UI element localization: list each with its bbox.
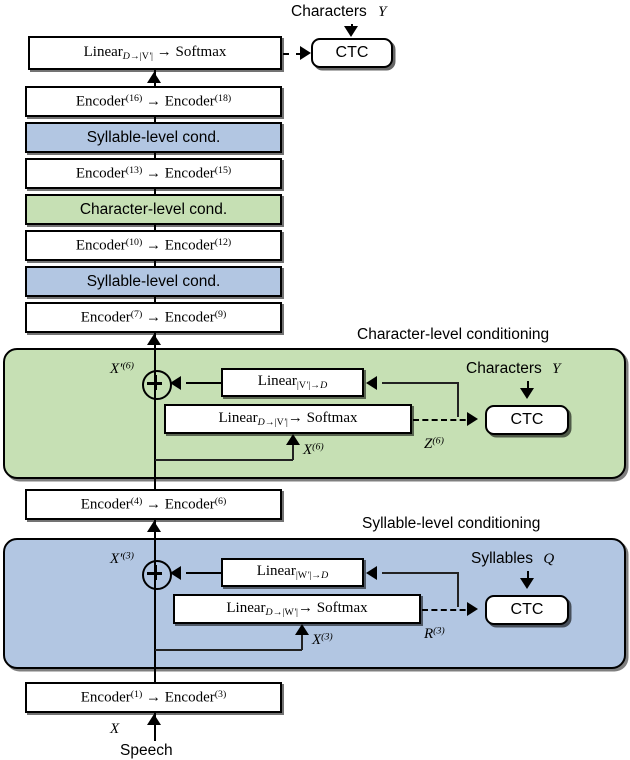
- character-target-dashed: [527, 381, 529, 391]
- box-encoder-16-18[interactable]: Encoder(16) → Encoder(18): [25, 86, 282, 117]
- residual-add-syllable-icon: [142, 560, 172, 590]
- syllable-linear-up-arrowhead-icon: [366, 566, 377, 580]
- syllable-branch-v: [301, 631, 303, 650]
- box-syllable-linear-softmax[interactable]: LinearD→|W′|→ Softmax: [173, 594, 421, 624]
- speech-input-caption: Speech: [120, 742, 173, 759]
- box-encoder-1-3-label: Encoder(1) → Encoder(3): [80, 688, 227, 706]
- character-branch-v: [292, 441, 294, 460]
- box-character-linear-up[interactable]: Linear|V′|→D: [221, 368, 364, 397]
- speech-input-arrowhead-icon: [147, 714, 161, 725]
- character-softmax-to-ctc-dashed: [413, 419, 475, 421]
- box-encoder-7-9-label: Encoder(7) → Encoder(9): [80, 308, 227, 326]
- label-x-input: X: [110, 721, 120, 737]
- box-encoder-13-15[interactable]: Encoder(13) → Encoder(15): [25, 158, 282, 189]
- top-input-arrowhead-icon: [344, 26, 358, 37]
- syllable-posterior-feedback-h: [382, 572, 458, 574]
- top-ctc-dashed-link: [283, 53, 302, 55]
- residual-add-character-icon: [142, 370, 172, 400]
- arrow-into-encoder-7-9-icon: [147, 334, 161, 345]
- syllable-branch-arrowhead-icon: [295, 624, 309, 635]
- box-encoder-16-18-label: Encoder(16) → Encoder(18): [75, 92, 232, 110]
- box-encoder-1-3[interactable]: Encoder(1) → Encoder(3): [25, 682, 282, 713]
- character-target-caption: Characters Y: [466, 360, 561, 377]
- ctc-character-level[interactable]: CTC: [485, 405, 569, 435]
- character-panel-spine: [154, 348, 156, 479]
- box-linear-softmax-top-label: LinearD→|V′| → Softmax: [83, 43, 227, 62]
- syllable-add-arrowhead-icon: [170, 566, 181, 580]
- syllable-panel-spine: [154, 538, 156, 669]
- ctc-character-level-label: CTC: [510, 411, 544, 428]
- box-syllable-cond-upper-label: Syllable-level cond.: [86, 128, 221, 146]
- box-encoder-13-15-label: Encoder(13) → Encoder(15): [75, 164, 232, 182]
- box-character-cond-upper[interactable]: Character-level cond.: [25, 194, 282, 225]
- box-syllable-cond-lower-label: Syllable-level cond.: [86, 272, 221, 290]
- box-character-linear-softmax-label: LinearD→|V′|→ Softmax: [218, 409, 358, 428]
- syllable-panel-title: Syllable-level conditioning: [362, 515, 541, 532]
- box-encoder-10-12[interactable]: Encoder(10) → Encoder(12): [25, 230, 282, 261]
- label-x-prime-6: X′(6): [110, 361, 134, 378]
- top-input-caption: Characters Y: [291, 3, 387, 20]
- box-syllable-cond-lower[interactable]: Syllable-level cond.: [25, 266, 282, 297]
- character-panel-title: Character-level conditioning: [357, 326, 550, 343]
- syllable-branch-h: [155, 649, 302, 651]
- box-encoder-4-6-label: Encoder(4) → Encoder(6): [80, 495, 227, 513]
- speech-input-line: [154, 727, 156, 741]
- character-target-symbol: Y: [552, 361, 561, 377]
- label-z-6: Z(6): [424, 436, 444, 453]
- character-posterior-feedback-h: [382, 382, 458, 384]
- character-ctc-arrowhead-icon: [467, 412, 478, 426]
- character-branch-arrowhead-icon: [286, 434, 300, 445]
- syllable-posterior-feedback-v: [457, 572, 459, 607]
- syllable-linear-up-to-add-line: [186, 572, 222, 574]
- label-x-6: X(6): [303, 442, 324, 459]
- box-syllable-cond-upper[interactable]: Syllable-level cond.: [25, 122, 282, 153]
- label-x-prime-3: X′(3): [110, 551, 134, 568]
- box-syllable-linear-softmax-label: LinearD→|W′|→ Softmax: [226, 599, 368, 618]
- box-syllable-linear-up[interactable]: Linear|W′|→D: [221, 558, 364, 587]
- syllable-ctc-arrowhead-icon: [467, 602, 478, 616]
- top-input-symbol: Y: [378, 4, 387, 20]
- ctc-top[interactable]: CTC: [311, 38, 393, 68]
- syllable-softmax-to-ctc-dashed: [422, 609, 475, 611]
- syllable-target-arrowhead-icon: [520, 578, 534, 589]
- character-posterior-feedback-v: [457, 382, 459, 417]
- arrow-into-linear-softmax-top-icon: [147, 72, 161, 83]
- syllable-target-caption: Syllables Q: [471, 550, 555, 567]
- character-target-arrowhead-icon: [520, 388, 534, 399]
- character-linear-up-arrowhead-icon: [366, 376, 377, 390]
- box-character-linear-softmax[interactable]: LinearD→|V′|→ Softmax: [164, 404, 412, 434]
- ctc-top-label: CTC: [335, 44, 369, 61]
- character-linear-up-to-add-line: [186, 382, 222, 384]
- box-encoder-7-9[interactable]: Encoder(7) → Encoder(9): [25, 302, 282, 333]
- label-x-3: X(3): [312, 632, 333, 649]
- box-linear-softmax-top[interactable]: LinearD→|V′| → Softmax: [28, 36, 282, 70]
- arrow-into-encoder-4-6-icon: [147, 521, 161, 532]
- box-encoder-10-12-label: Encoder(10) → Encoder(12): [75, 236, 232, 254]
- box-character-cond-upper-label: Character-level cond.: [79, 200, 228, 218]
- syllable-target-symbol: Q: [543, 551, 555, 567]
- box-encoder-4-6[interactable]: Encoder(4) → Encoder(6): [25, 489, 282, 520]
- syllable-target-dashed: [527, 571, 529, 581]
- character-add-arrowhead-icon: [170, 376, 181, 390]
- box-character-linear-up-label: Linear|V′|→D: [257, 373, 328, 391]
- character-branch-h: [155, 459, 293, 461]
- ctc-syllable-level[interactable]: CTC: [485, 595, 569, 625]
- box-syllable-linear-up-label: Linear|W′|→D: [256, 563, 329, 581]
- top-ctc-arrowhead-icon: [300, 46, 311, 60]
- ctc-syllable-level-label: CTC: [510, 601, 544, 618]
- label-r-3: R(3): [424, 626, 445, 643]
